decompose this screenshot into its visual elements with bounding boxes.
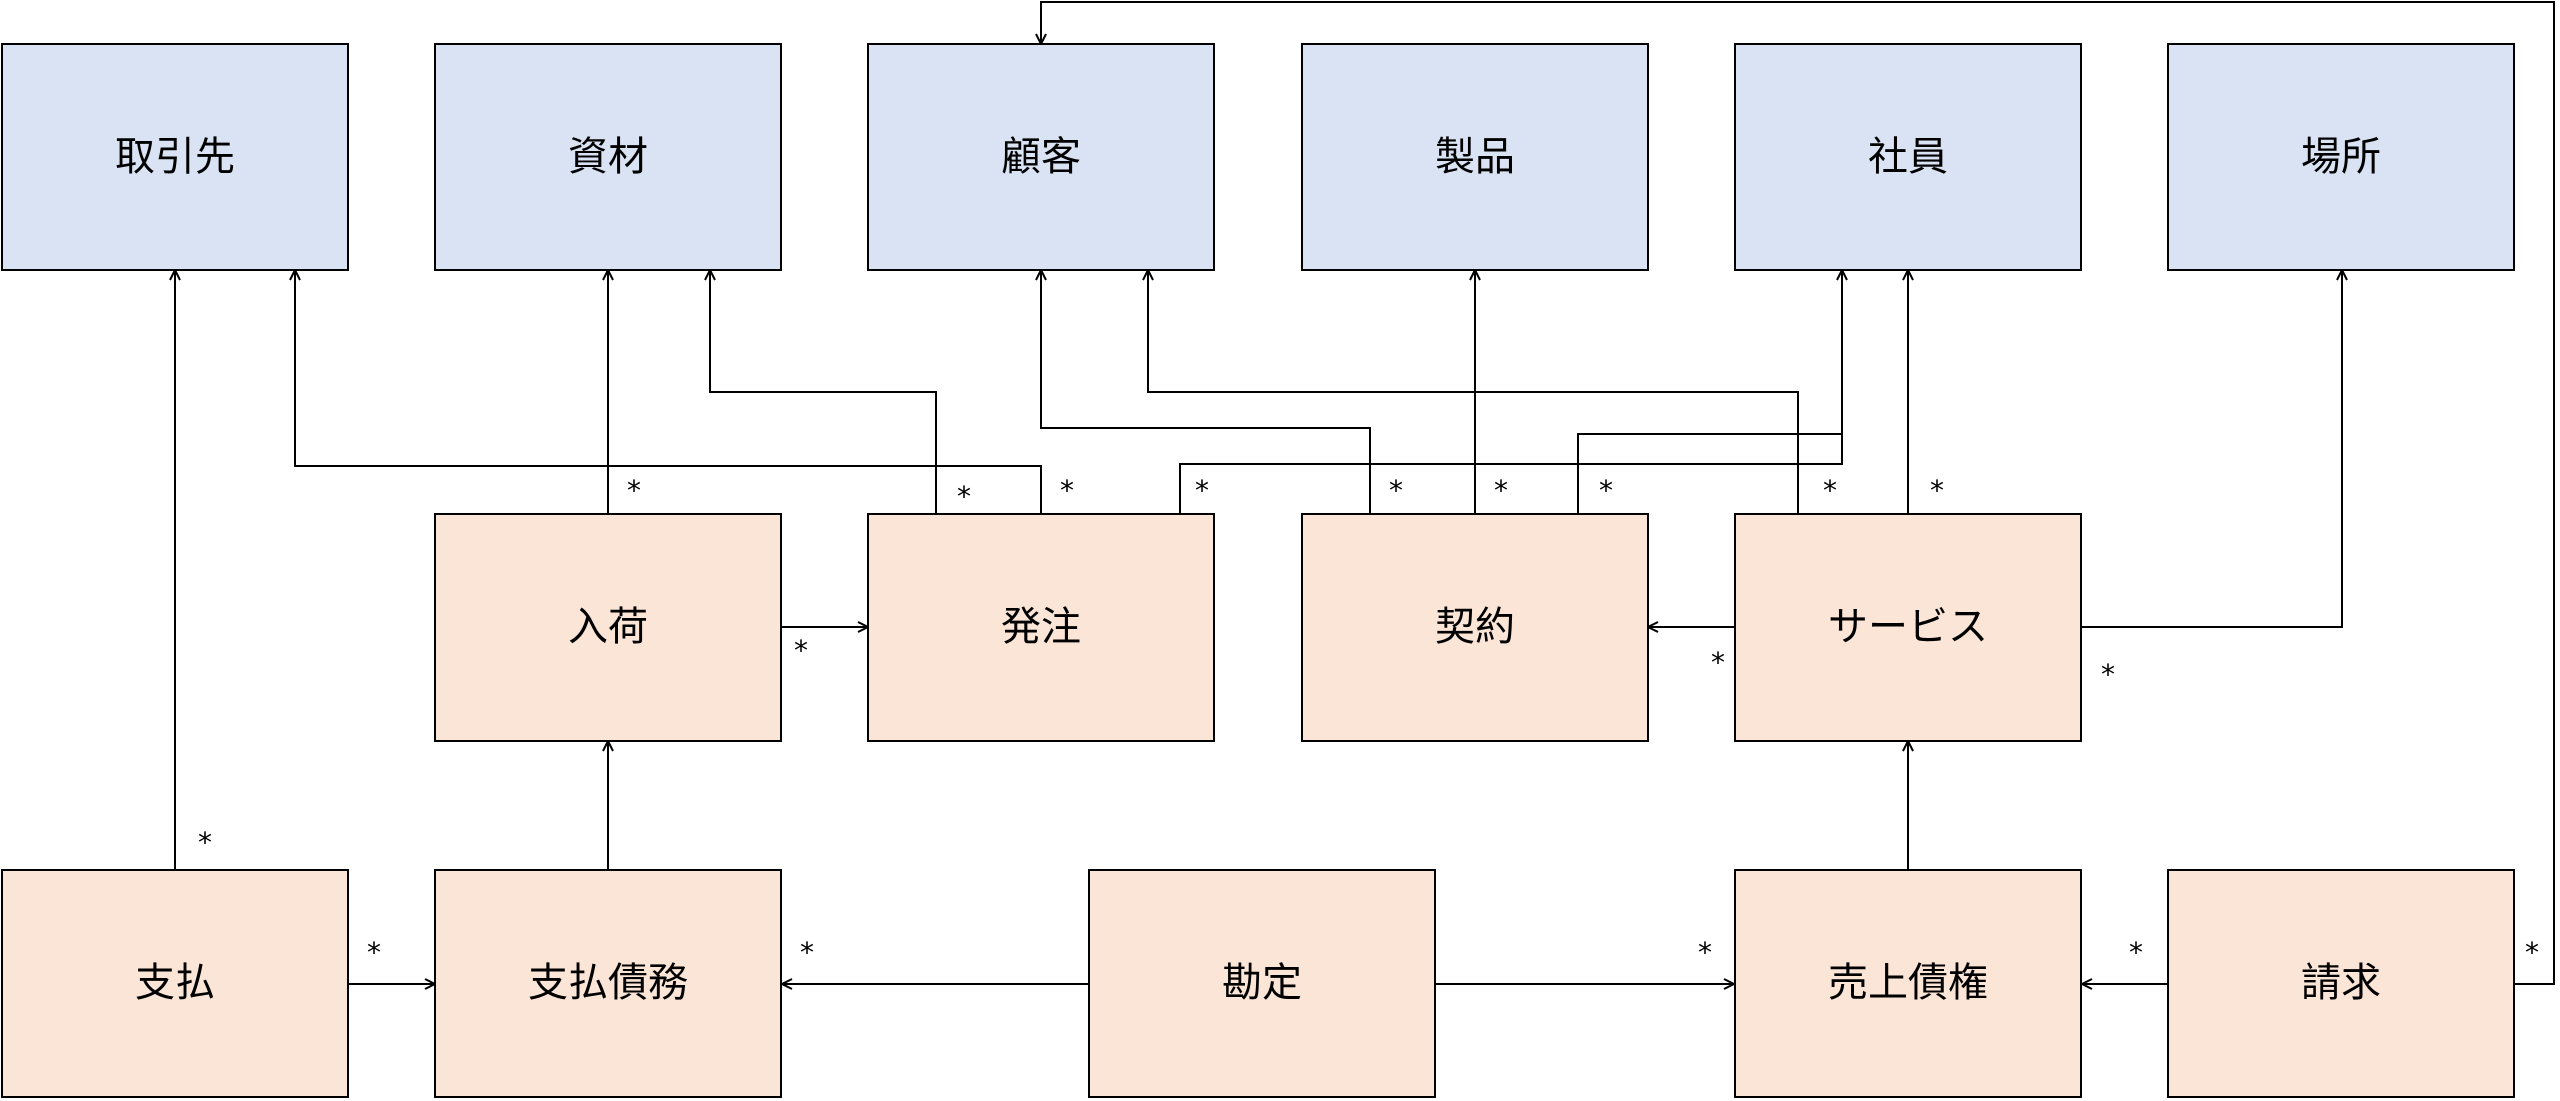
entity-box	[867, 43, 1215, 271]
multiplicity-nyuka-shizai: *	[627, 474, 641, 507]
multiplicity-keiyaku-seihin: *	[1494, 474, 1508, 507]
entity-label: 場所	[2301, 135, 2381, 179]
entity-label: 勘定	[1222, 961, 1302, 1005]
edge-hatchu-to-shain	[1179, 270, 1842, 514]
entity-label: 取引先	[115, 135, 235, 179]
multiplicity-hatchu-shain: *	[1195, 474, 1209, 507]
entity-keiyaku[interactable]: 契約	[1301, 513, 1649, 742]
edge-keiyaku-to-shain	[1577, 433, 1842, 514]
edge-service-to-kokyaku	[1148, 270, 1799, 514]
entity-label: 製品	[1435, 135, 1515, 179]
entity-box	[1734, 869, 2082, 1098]
entity-label: サービス	[1828, 605, 1988, 649]
entity-label: 請求	[2301, 961, 2381, 1005]
entity-label: 売上債権	[1828, 961, 1988, 1005]
entity-uriage-saiken[interactable]: 売上債権	[1734, 869, 2082, 1098]
entity-seihin[interactable]: 製品	[1301, 43, 1649, 271]
entity-shiharai[interactable]: 支払	[1, 869, 349, 1098]
entity-box	[2167, 43, 2515, 271]
edge-seikyu-to-kokyaku	[1041, 1, 2555, 985]
multiplicity-seikyu-uriage-saiken: *	[2129, 936, 2143, 969]
multiplicity-service-basho: *	[2101, 658, 2115, 691]
entity-seikyu[interactable]: 請求	[2167, 869, 2515, 1098]
edge-keiyaku-to-kokyaku	[1041, 270, 1371, 514]
entity-nyuka[interactable]: 入荷	[434, 513, 782, 742]
edge-service-to-basho	[2081, 270, 2342, 628]
edge-hatchu-to-torihikisaki	[295, 270, 1042, 514]
multiplicity-hatchu-shizai: *	[957, 480, 971, 513]
entity-box	[2167, 869, 2515, 1098]
entity-box	[1088, 869, 1436, 1098]
entity-shizai[interactable]: 資材	[434, 43, 782, 271]
multiplicity-service-kokyaku: *	[1823, 474, 1837, 507]
multiplicity-hatchu-torihikisaki: *	[1060, 474, 1074, 507]
entity-box	[434, 43, 782, 271]
multiplicity-shiharai-torihikisaki: *	[198, 826, 212, 859]
multiplicity-markers: * * * * * * * * * * * * * * * * * *	[198, 474, 2539, 969]
multiplicity-keiyaku-shain: *	[1599, 474, 1613, 507]
entity-label: 支払	[135, 961, 215, 1005]
multiplicity-shiharai-shiharai-saimu: *	[367, 936, 381, 969]
entity-box	[434, 869, 782, 1098]
entity-kanjo[interactable]: 勘定	[1088, 869, 1436, 1098]
multiplicity-seikyu-kokyaku: *	[2525, 936, 2539, 969]
entity-kokyaku[interactable]: 顧客	[867, 43, 1215, 271]
entity-service[interactable]: サービス	[1734, 513, 2082, 742]
multiplicity-uriage-saiken-kanjo: *	[1698, 936, 1712, 969]
entity-box	[867, 513, 1215, 742]
entity-box	[1734, 43, 2082, 271]
entity-box	[1, 869, 349, 1098]
entity-box	[1, 43, 349, 271]
multiplicity-service-shain: *	[1930, 474, 1944, 507]
entity-label: 資材	[568, 135, 648, 179]
connectors	[175, 1, 2555, 985]
edge-hatchu-to-shizai	[710, 270, 937, 514]
entity-label: 顧客	[1001, 135, 1081, 179]
entity-torihikisaki[interactable]: 取引先	[1, 43, 349, 271]
entity-label: 入荷	[568, 605, 648, 649]
entity-label: 契約	[1435, 605, 1515, 649]
entity-hatchu[interactable]: 発注	[867, 513, 1215, 742]
multiplicity-service-keiyaku: *	[1711, 646, 1725, 679]
entity-box	[1301, 43, 1649, 271]
entity-label: 発注	[1001, 605, 1081, 649]
entity-box	[1301, 513, 1649, 742]
entity-box	[434, 513, 782, 742]
multiplicity-nyuka-hatchu: *	[794, 634, 808, 667]
entity-basho[interactable]: 場所	[2167, 43, 2515, 271]
entity-shiharai-saimu[interactable]: 支払債務	[434, 869, 782, 1098]
entity-shain[interactable]: 社員	[1734, 43, 2082, 271]
multiplicity-keiyaku-kokyaku: *	[1389, 474, 1403, 507]
entity-label: 社員	[1868, 135, 1948, 179]
entity-label: 支払債務	[528, 961, 688, 1005]
entity-box	[1734, 513, 2082, 742]
multiplicity-shiharai-saimu-kanjo: *	[800, 936, 814, 969]
